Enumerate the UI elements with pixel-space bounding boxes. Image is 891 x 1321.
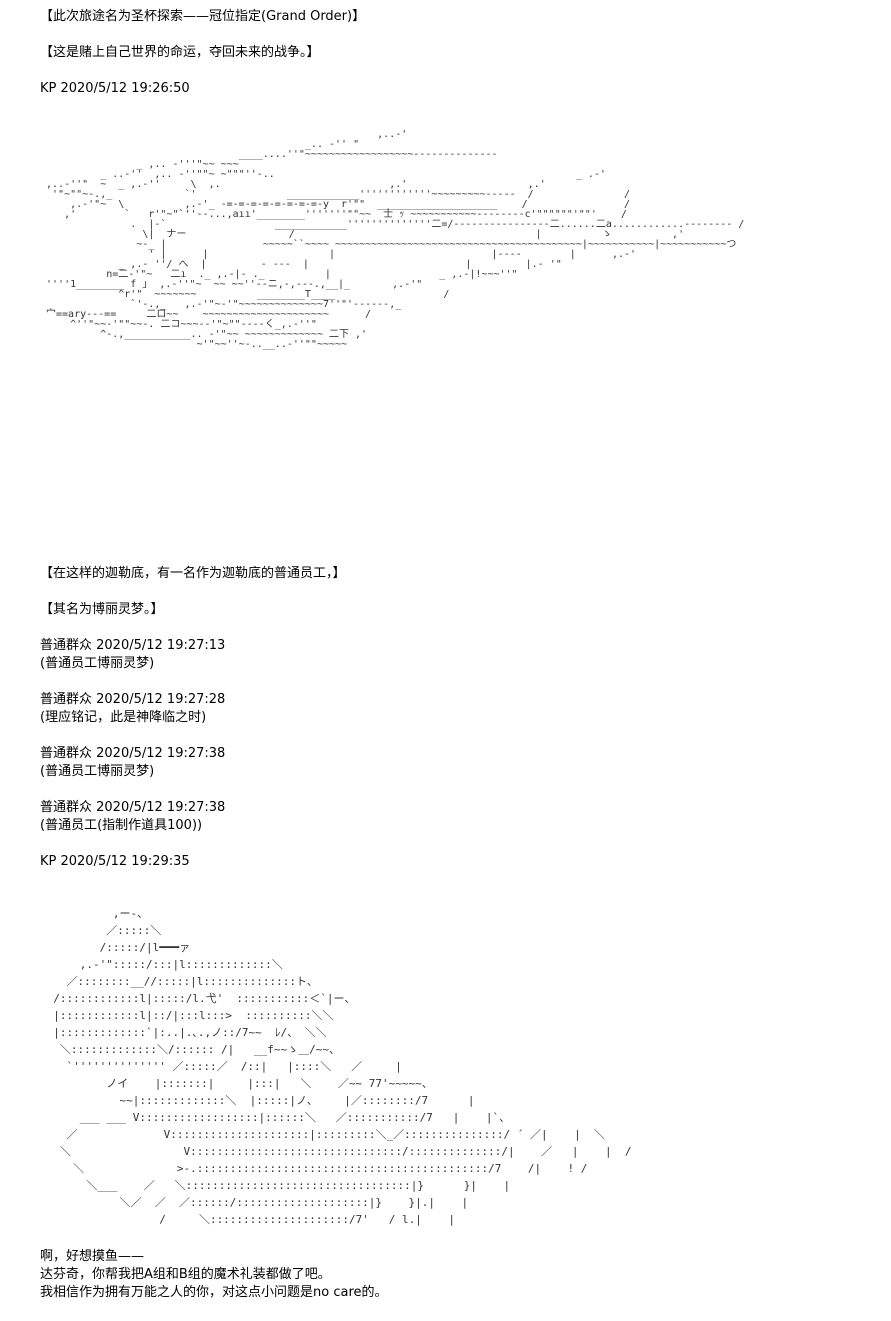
post-header-kp: KP 2020/5/12 19:26:50 <box>40 81 190 96</box>
post-body: (普通员工博丽灵梦) <box>40 656 155 671</box>
post-header-crowd: 普通群众 2020/5/12 19:27:38 <box>40 800 226 815</box>
post-header-kp: KP 2020/5/12 19:29:35 <box>40 854 190 869</box>
narration-line: 【其名为博丽灵梦。】 <box>40 602 164 617</box>
dialogue-line: 啊，好想摸鱼—— <box>40 1249 145 1264</box>
narration-line: 【这是赌上自己世界的命运，夺回未来的战争。】 <box>40 45 320 60</box>
narration-line: 【在这样的迦勒底，有一名作为迦勒底的普通员工，】 <box>40 566 346 581</box>
dialogue-line: 我相信作为拥有万能之人的你，对这点小问题是no care的。 <box>40 1285 388 1300</box>
post-header-crowd: 普通群众 2020/5/12 19:27:38 <box>40 746 226 761</box>
ascii-art-ship: ,..-' _.. -'' " ____....''"~~~~~~~~~~~~~… <box>46 129 745 350</box>
post-header-crowd: 普通群众 2020/5/12 19:27:28 <box>40 692 226 707</box>
post-body: (理应铭记，此是神降临之时) <box>40 710 207 725</box>
ascii-art-character: ,ー-、 ／:::::＼ /:::::/|l━━━ァ ,.-'":::::/::… <box>53 907 632 1226</box>
narration-line: 【此次旅途名为圣杯探索——冠位指定(Grand Order)】 <box>40 9 366 24</box>
post-header-crowd: 普通群众 2020/5/12 19:27:13 <box>40 638 226 653</box>
dialogue-line: 达芬奇，你帮我把A组和B组的魔术礼装都做了吧。 <box>40 1267 331 1282</box>
post-body: (普通员工博丽灵梦) <box>40 764 155 779</box>
post-body: (普通员工(指制作道具100)) <box>40 818 203 833</box>
